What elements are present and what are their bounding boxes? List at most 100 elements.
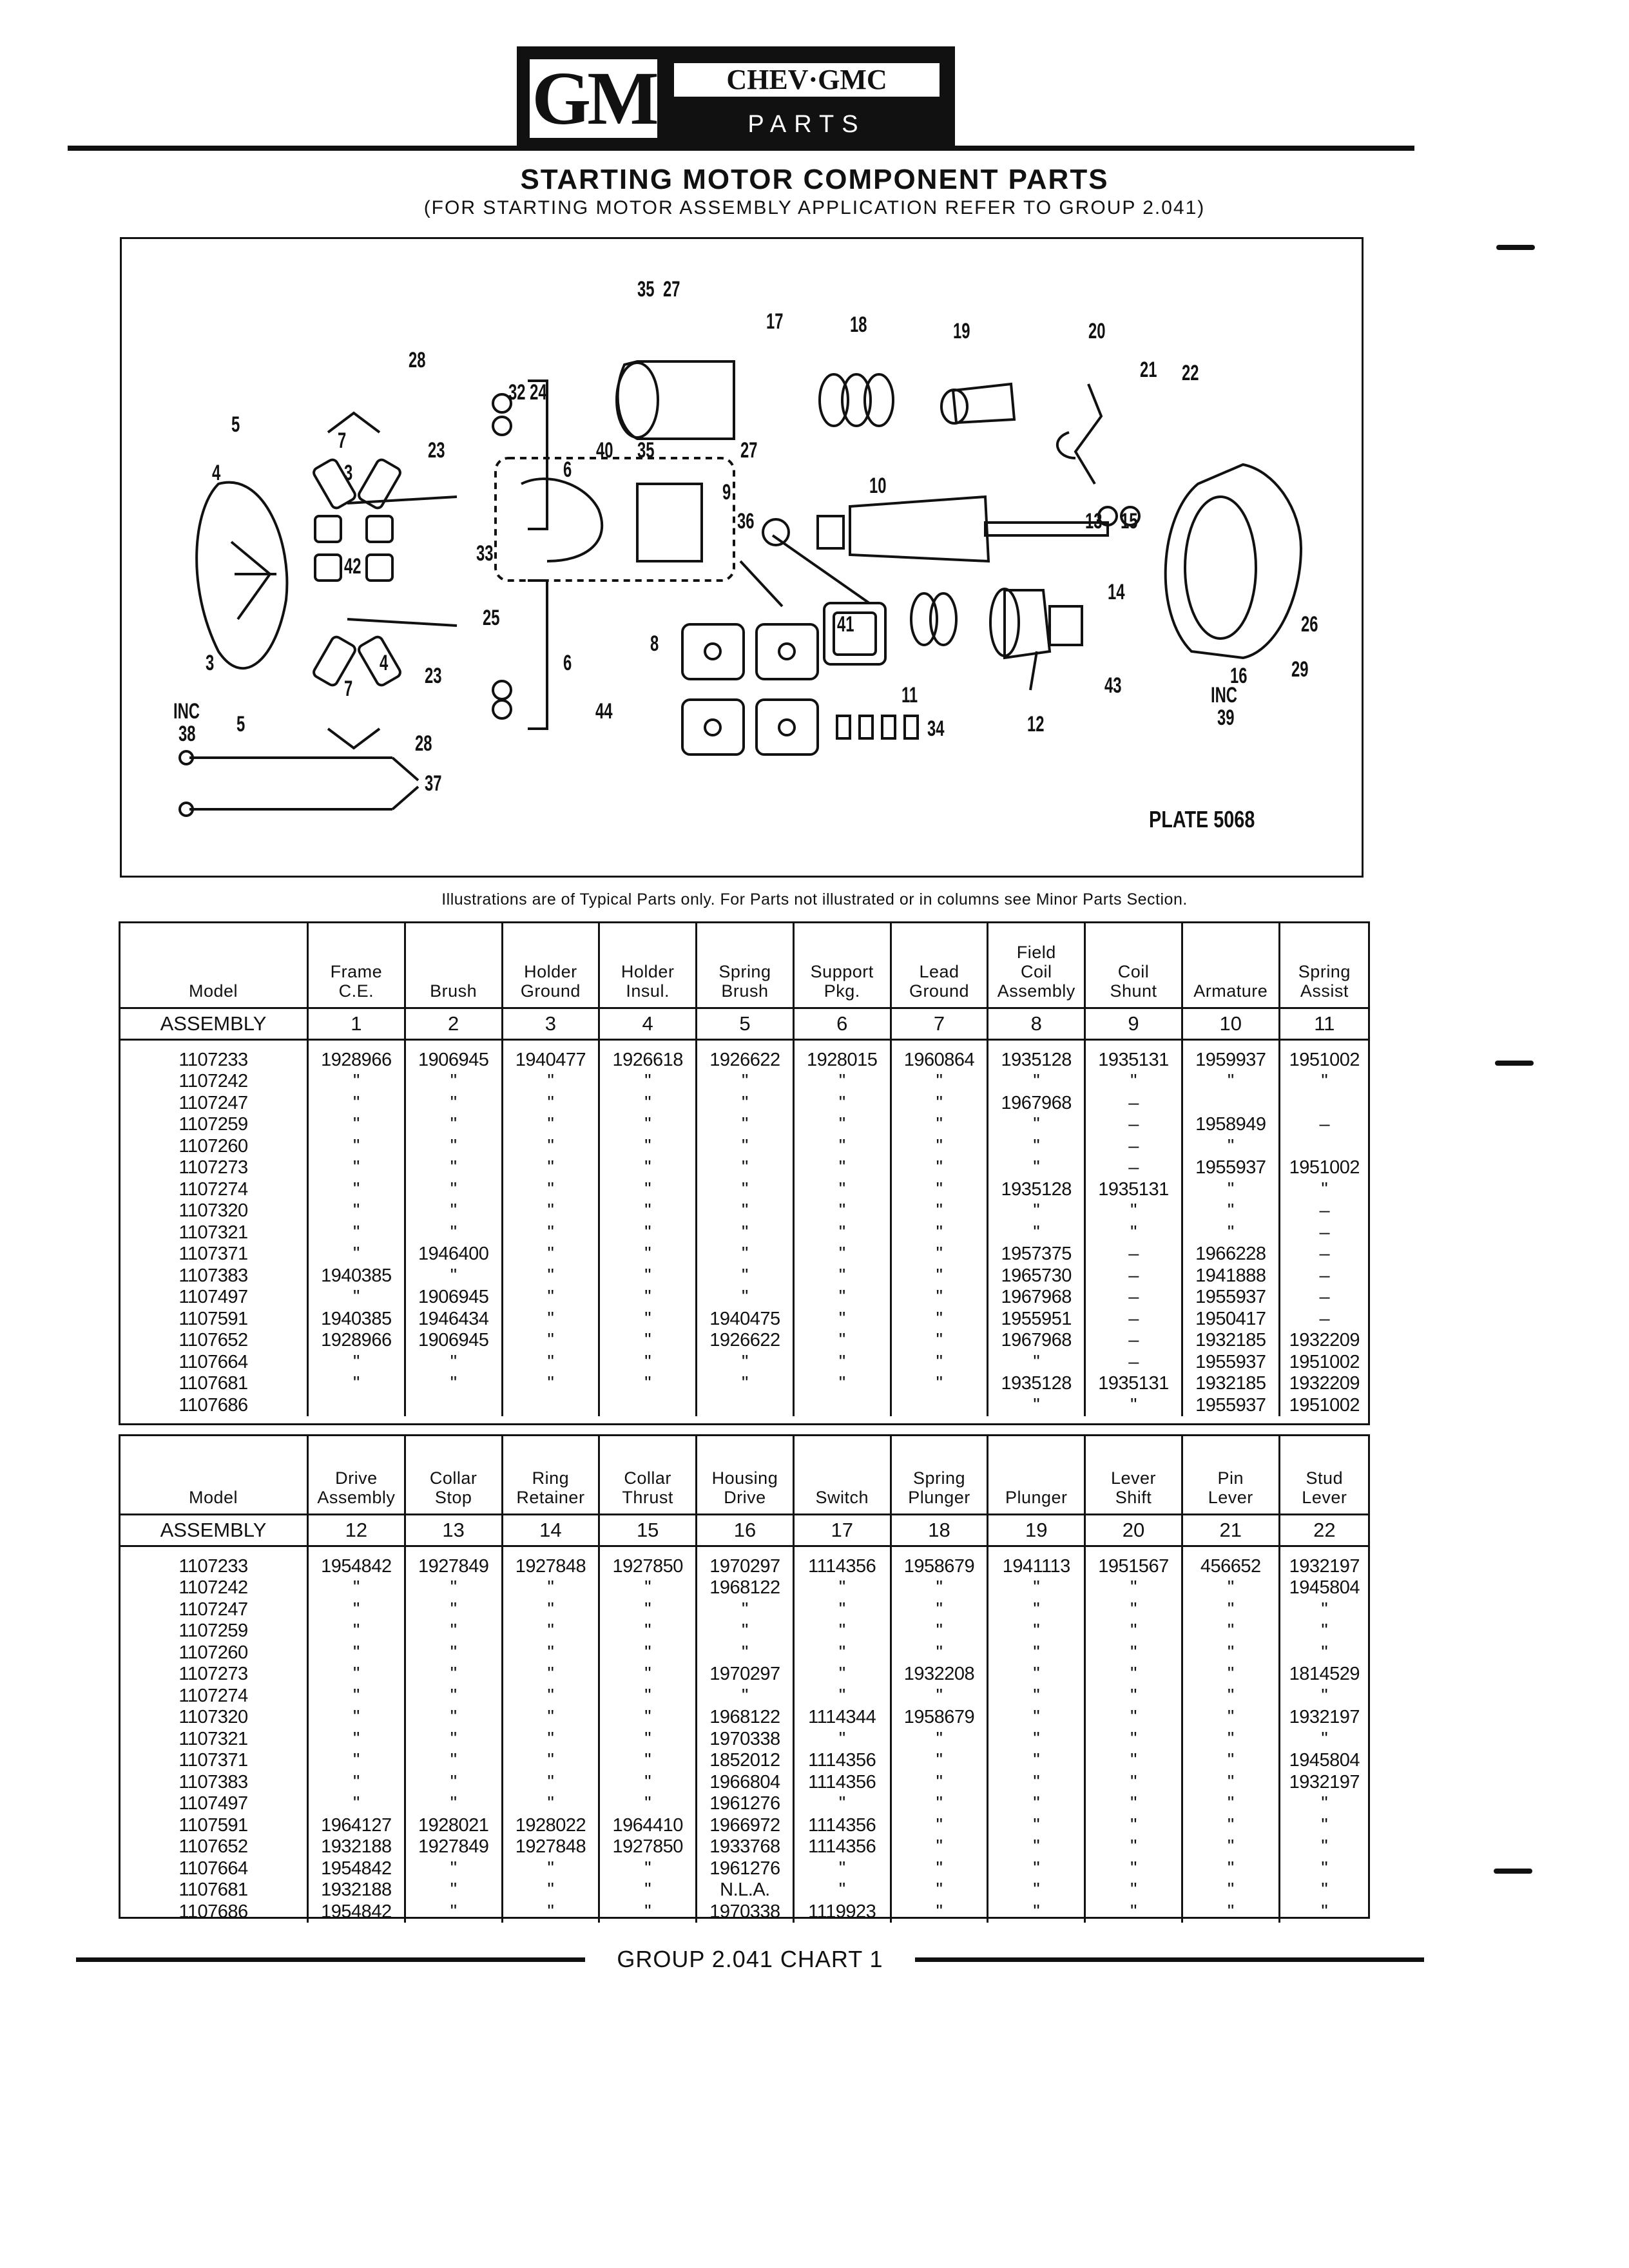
part-number: 1945804 — [1289, 1750, 1360, 1771]
model-number: 1107233 — [178, 1555, 248, 1577]
model-number: 1107652 — [178, 1836, 248, 1857]
part-number: " — [1227, 1771, 1234, 1792]
column-header-line: Coil — [1117, 961, 1150, 981]
part-number: " — [450, 1114, 457, 1135]
assembly-label: ASSEMBLY — [120, 1513, 308, 1547]
part-number: 1950417 — [1195, 1308, 1266, 1329]
part-number: " — [1033, 1728, 1040, 1749]
part-number: 1941113 — [1002, 1555, 1071, 1577]
part-number: 1967968 — [1001, 1287, 1072, 1307]
callout-33: 33 — [476, 541, 494, 566]
part-number: 1970338 — [709, 1901, 780, 1922]
column-header: Armature — [1181, 923, 1280, 1008]
part-number: " — [936, 1793, 943, 1814]
part-number: " — [547, 1178, 554, 1200]
reference-number: 4 — [598, 1006, 697, 1041]
part-number: 1946434 — [418, 1308, 489, 1329]
part-number: " — [936, 1750, 943, 1771]
column-header-line: Lever — [1302, 1487, 1347, 1507]
part-number: " — [936, 1308, 943, 1329]
part-number: " — [838, 1879, 845, 1900]
part-number: " — [1033, 1351, 1040, 1372]
part-number: " — [1227, 1901, 1234, 1922]
part-number: 1958949 — [1195, 1114, 1266, 1135]
column-header-line: Ring — [532, 1468, 570, 1488]
column-header-line: Stud — [1306, 1468, 1344, 1488]
part-number: 1951002 — [1289, 1157, 1360, 1178]
part-number: " — [838, 1287, 845, 1307]
part-number: " — [644, 1157, 651, 1178]
reference-number: 22 — [1278, 1513, 1369, 1547]
callout-6a: 6 — [563, 457, 572, 482]
part-number: 1951002 — [1289, 1049, 1360, 1070]
part-number: " — [936, 1373, 943, 1394]
column-header-line: Pkg. — [824, 981, 860, 1001]
part-number: " — [450, 1858, 457, 1879]
reference-number: 13 — [403, 1513, 503, 1547]
callout-10: 10 — [869, 474, 887, 498]
part-number: " — [644, 1620, 651, 1641]
part-number: " — [936, 1901, 943, 1922]
callout-20: 20 — [1088, 319, 1106, 343]
part-number: " — [1033, 1135, 1040, 1157]
part-number: " — [352, 1244, 360, 1264]
model-number: 1107681 — [178, 1879, 248, 1900]
part-number: " — [1227, 1836, 1234, 1857]
illustration-note: Illustrations are of Typical Parts only.… — [441, 890, 1188, 908]
part-number: " — [644, 1071, 651, 1091]
part-number: – — [1128, 1157, 1139, 1178]
part-number: " — [547, 1879, 554, 1900]
part-number: 1959937 — [1195, 1049, 1266, 1070]
part-number: – — [1128, 1265, 1139, 1286]
column-header: Model — [120, 1436, 308, 1514]
part-number: " — [547, 1114, 554, 1135]
column-header-line: Field — [1016, 942, 1056, 962]
part-number: " — [838, 1308, 845, 1329]
callout-4b: 4 — [380, 651, 389, 675]
part-number: 1932197 — [1289, 1771, 1360, 1792]
part-number: 1954842 — [321, 1858, 392, 1879]
part-number: " — [1033, 1750, 1040, 1771]
part-number: 1928966 — [321, 1049, 392, 1070]
column-header-line: Support — [810, 961, 874, 981]
model-number: 1107320 — [178, 1200, 248, 1221]
part-number: " — [1033, 1620, 1040, 1641]
part-number: 1961276 — [709, 1793, 780, 1814]
part-number-column: 1960864""""""""""""""" — [889, 1049, 988, 1416]
part-number: " — [1033, 1577, 1040, 1598]
part-number: – — [1319, 1287, 1330, 1307]
model-number: 1107664 — [178, 1351, 248, 1372]
part-number — [309, 1395, 404, 1417]
part-number: " — [547, 1330, 554, 1350]
model-number: 1107259 — [178, 1114, 248, 1135]
callout-23b: 23 — [425, 664, 442, 688]
part-number: " — [838, 1642, 845, 1663]
part-number-column: 1958679""""1932208"1958679""""""""" — [889, 1555, 988, 1923]
column-header-line: Frame — [330, 961, 383, 981]
model-number: 1107591 — [178, 1814, 248, 1836]
part-number: " — [1227, 1071, 1234, 1091]
part-number: " — [936, 1858, 943, 1879]
part-number: " — [352, 1373, 360, 1394]
part-number: " — [644, 1092, 651, 1113]
part-number: 1957375 — [1001, 1244, 1072, 1264]
column-header-line: Drive — [335, 1468, 378, 1488]
part-number: " — [352, 1771, 360, 1792]
part-number: " — [936, 1577, 943, 1598]
part-number: " — [1033, 1642, 1040, 1663]
part-number: " — [352, 1222, 360, 1243]
part-number: " — [1227, 1814, 1234, 1836]
column-header-line: Brush — [430, 981, 477, 1001]
part-number: – — [1128, 1114, 1139, 1135]
part-number: " — [1033, 1771, 1040, 1792]
part-number: " — [450, 1577, 457, 1598]
column-header-line: Model — [188, 1487, 238, 1507]
column-header: Brush — [403, 923, 503, 1008]
